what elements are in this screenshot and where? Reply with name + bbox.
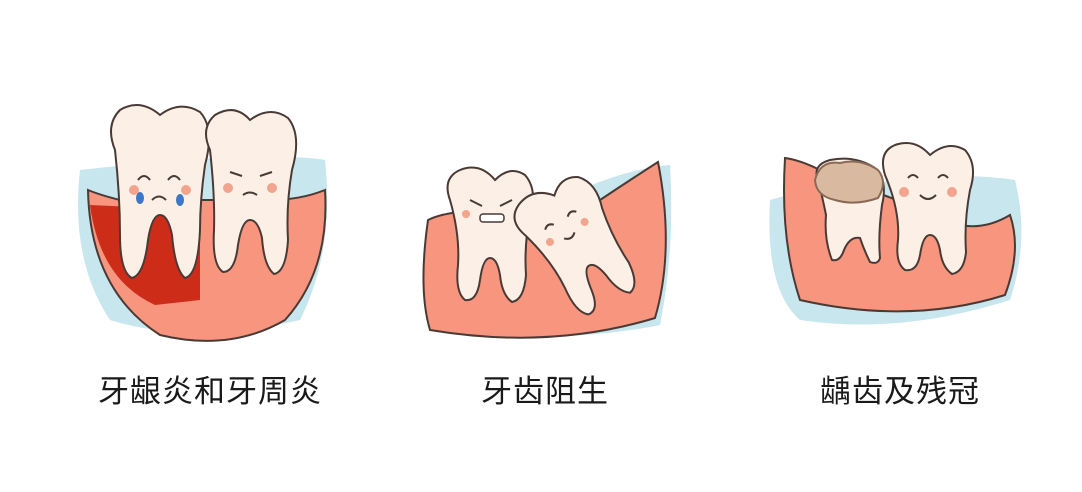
caption-gingivitis: 牙龈炎和牙周炎 (98, 374, 322, 410)
cheek (462, 210, 470, 218)
decayed-tooth-crown-icon (769, 142, 1022, 325)
cheek (267, 183, 277, 193)
left-eye (907, 174, 919, 179)
impacted-wisdom-tooth-icon (422, 160, 672, 339)
left-eye (469, 199, 483, 207)
decay-patch (813, 160, 884, 204)
cheek (181, 185, 191, 195)
left-eye (137, 175, 151, 181)
tooth-smiling (882, 142, 975, 276)
gritted-teeth (479, 213, 505, 223)
panel-impacted-tooth: 牙齿阻生 (400, 0, 690, 492)
panel-gingivitis: 牙龈炎和牙周炎 (60, 0, 360, 492)
tear-drop (136, 192, 144, 204)
cheek (129, 185, 139, 195)
cheek (899, 187, 909, 197)
caption-caries: 龋齿及残冠 (820, 374, 980, 410)
panel-caries: 龋齿及残冠 (760, 0, 1040, 492)
cheek (947, 187, 957, 197)
tear-drop (176, 194, 184, 206)
right-eye (937, 174, 949, 179)
mouth (242, 191, 258, 196)
cheek (223, 183, 233, 193)
crying-tooth-with-inflamed-gum-icon (78, 104, 328, 342)
tooth-crying (110, 104, 210, 280)
right-eye (167, 175, 181, 181)
tooth-tilted (513, 176, 636, 316)
left-eye (229, 171, 243, 177)
smile (919, 194, 937, 200)
caption-impacted-tooth: 牙齿阻生 (481, 374, 609, 410)
right-eye (499, 199, 513, 207)
right-eye (259, 171, 273, 177)
sad-mouth (151, 195, 167, 201)
